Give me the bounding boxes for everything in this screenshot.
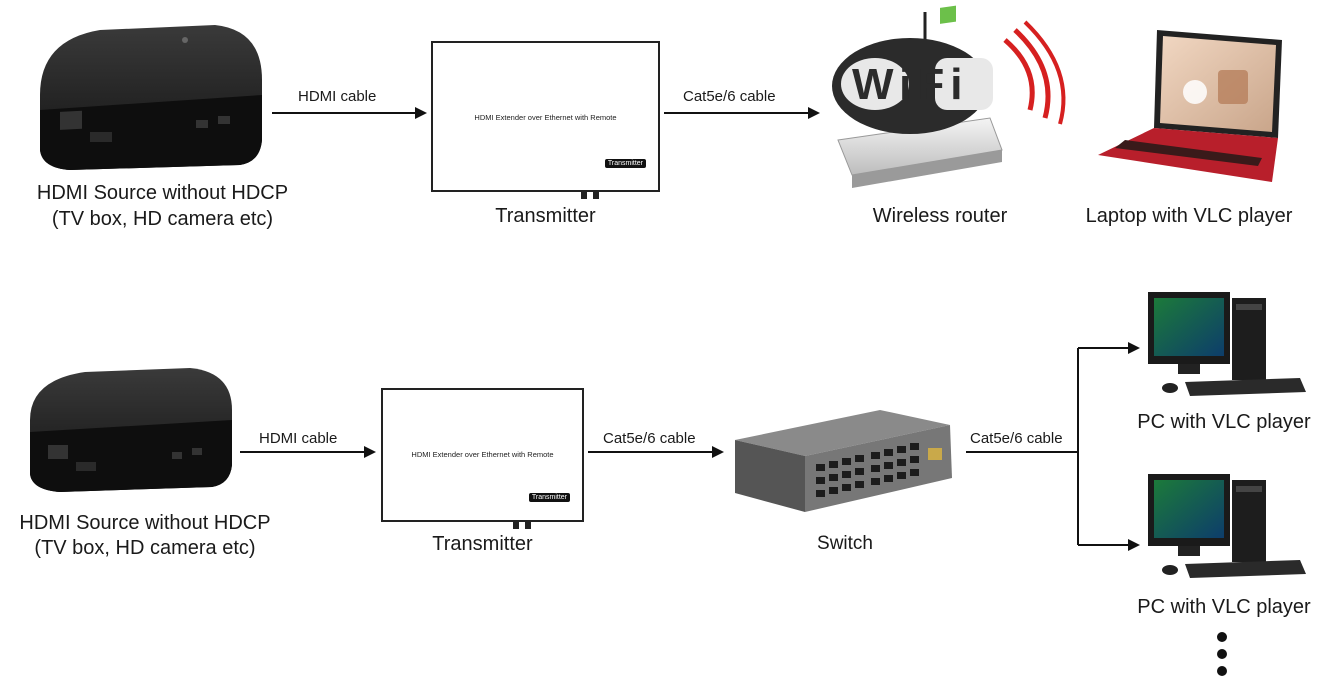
port-icon bbox=[525, 522, 531, 529]
source-label-line1-row2: HDMI Source without HDCP bbox=[19, 512, 271, 534]
port-icon bbox=[513, 522, 519, 529]
transmitter-box-row2: HDMI Extender over Ethernet with Remote … bbox=[381, 388, 584, 529]
transmitter-label-row2: Transmitter bbox=[432, 533, 533, 555]
source-label-line2-row2: (TV box, HD camera etc) bbox=[34, 537, 256, 559]
hdmi-cable-label-row2: HDMI cable bbox=[259, 430, 338, 447]
transmitter-text-row2: HDMI Extender over Ethernet with Remote bbox=[411, 450, 554, 459]
tv-box-icon-2 bbox=[30, 368, 232, 492]
cat-cable-label-row2-b: Cat5e/6 cable bbox=[970, 430, 1063, 447]
pc1-label: PC with VLC player bbox=[1137, 411, 1311, 433]
wifi-router-icon bbox=[832, 5, 1066, 188]
laptop-label: Laptop with VLC player bbox=[1085, 205, 1293, 227]
transmitter-label-row1: Transmitter bbox=[495, 205, 596, 227]
transmitter-text-row1: HDMI Extender over Ethernet with Remote bbox=[474, 113, 617, 122]
transmitter-badge-row1: Transmitter bbox=[604, 159, 646, 168]
branch-connector bbox=[966, 342, 1140, 551]
router-label: Wireless router bbox=[872, 205, 1008, 227]
source-label-line1-row1: HDMI Source without HDCP bbox=[36, 182, 289, 204]
more-ellipsis-icon bbox=[1217, 632, 1227, 676]
cat-cable-label-row2-a: Cat5e/6 cable bbox=[603, 430, 696, 447]
transmitter-box-row1: HDMI Extender over Ethernet with Remote … bbox=[431, 41, 660, 199]
port-icon bbox=[593, 192, 599, 199]
laptop-icon bbox=[1098, 30, 1282, 182]
source-label-line2-row1: (TV box, HD camera etc) bbox=[51, 208, 274, 230]
switch-label: Switch bbox=[817, 533, 873, 554]
cat-cable-label-row1: Cat5e/6 cable bbox=[683, 88, 776, 105]
pc2-label: PC with VLC player bbox=[1137, 596, 1311, 618]
pc-icon-1 bbox=[1148, 292, 1306, 396]
tv-box-icon-1 bbox=[40, 25, 262, 170]
network-switch-icon bbox=[735, 410, 952, 512]
wifi-logo-text: WiFi bbox=[852, 60, 969, 109]
hdmi-cable-label-row1: HDMI cable bbox=[298, 88, 377, 105]
transmitter-badge-row2: Transmitter bbox=[528, 493, 570, 502]
pc-icon-2 bbox=[1148, 474, 1306, 578]
port-icon bbox=[581, 192, 587, 199]
